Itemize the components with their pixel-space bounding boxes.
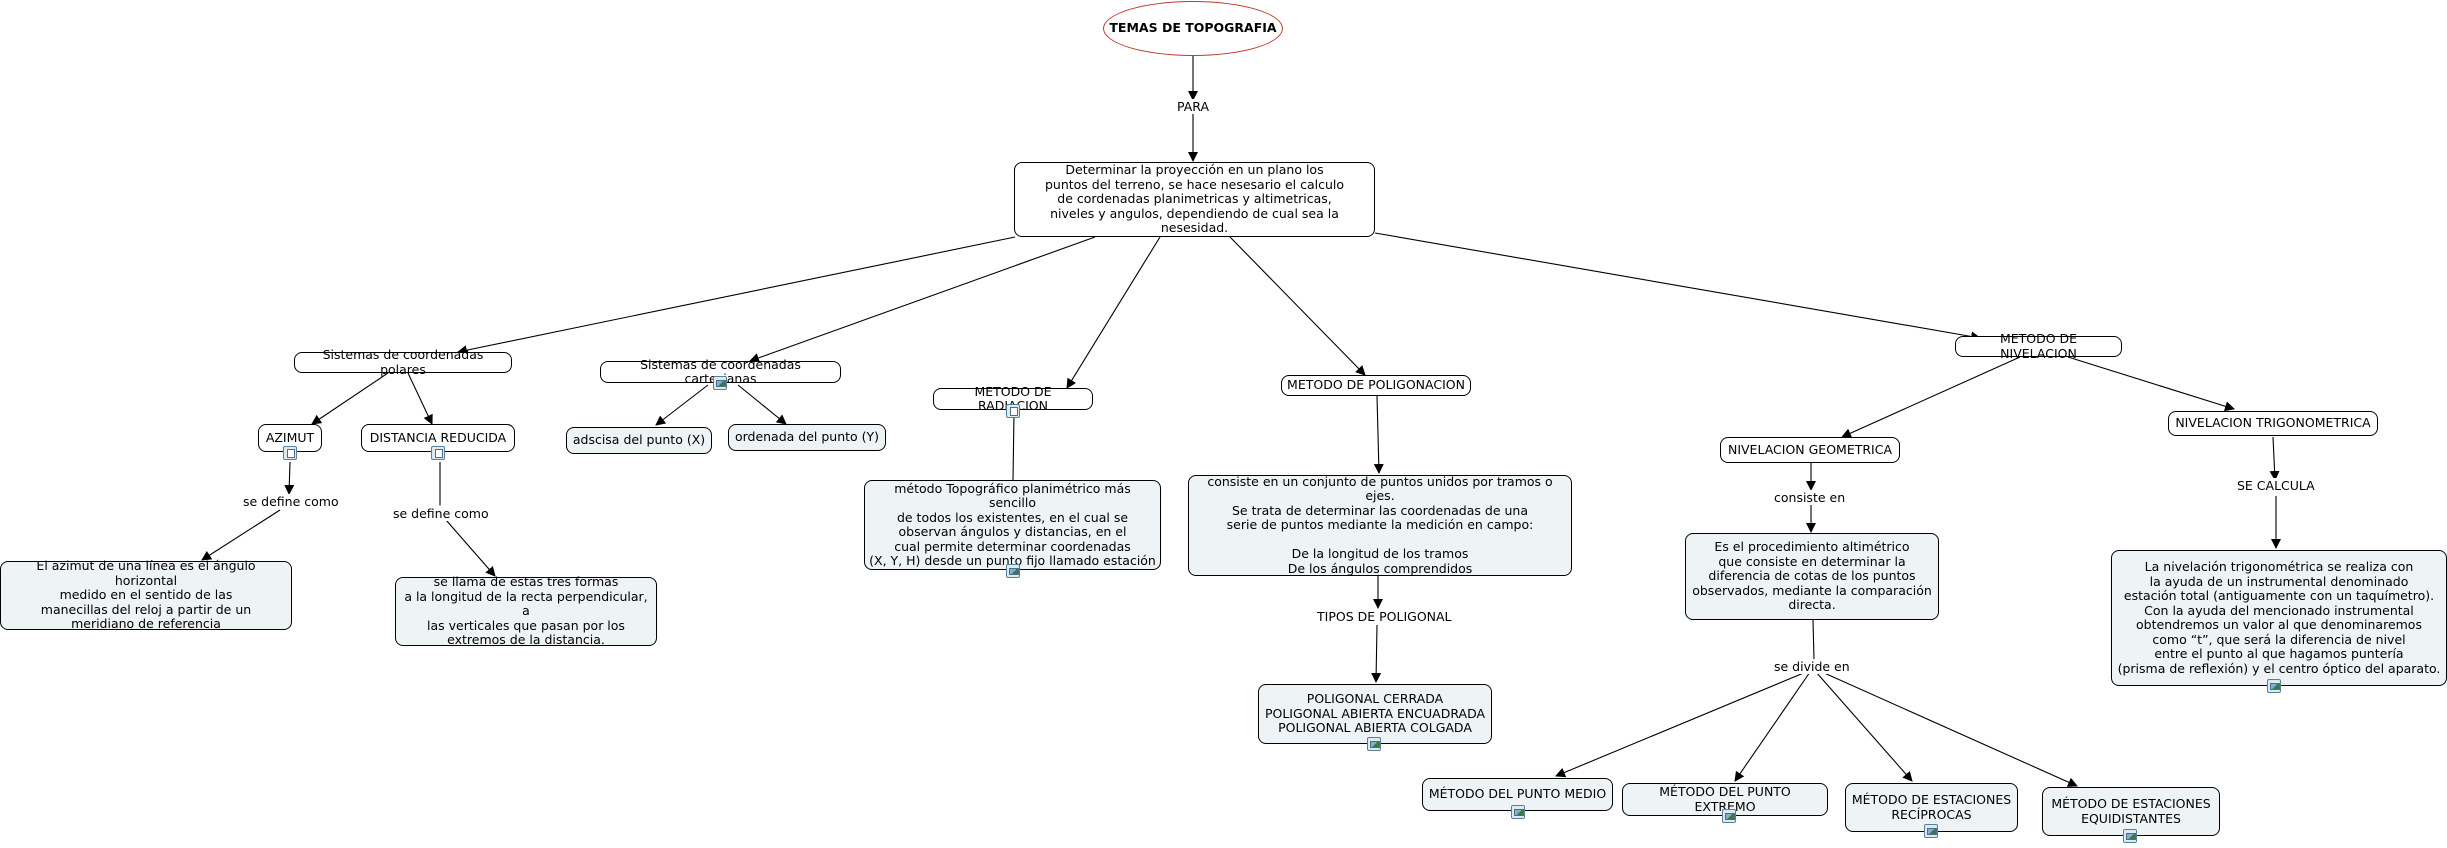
link-tipos-de-poligonal: TIPOS DE POLIGONAL	[1315, 609, 1454, 624]
main-concept[interactable]: Determinar la proyección en un plano los…	[1014, 162, 1375, 237]
leveling-method-node[interactable]: METODO DE NIVELACION	[1955, 331, 2122, 360]
azimut-definition[interactable]: El azimut de una línea es el ángulo hori…	[0, 559, 292, 631]
ordinate-node[interactable]: ordenada del punto (Y)	[728, 424, 886, 451]
document-attachment-icon[interactable]	[283, 446, 297, 460]
link-se-define-como: se define como	[241, 494, 341, 509]
link-consiste-en: consiste en	[1772, 490, 1848, 505]
image-attachment-icon[interactable]	[1511, 805, 1525, 819]
reciprocal-stations-node[interactable]: MÉTODO DE ESTACIONES RECÍPROCAS	[1845, 783, 2018, 832]
trigonometric-leveling-node[interactable]: NIVELACION TRIGONOMETRICA	[2168, 411, 2378, 436]
link-para: PARA	[1175, 99, 1212, 114]
root-topic[interactable]: TEMAS DE TOPOGRAFIA	[1103, 1, 1283, 56]
geometric-leveling-node[interactable]: NIVELACION GEOMETRICA	[1720, 437, 1900, 463]
polar-coordinates-node[interactable]: Sistemas de coordenadas polares	[294, 347, 512, 376]
image-attachment-icon[interactable]	[713, 376, 727, 390]
link-se-define-como: se define como	[391, 506, 491, 521]
link-se-calcula: SE CALCULA	[2235, 478, 2317, 493]
distance-definition[interactable]: se llama de estas tres formas a la longi…	[395, 575, 657, 647]
image-attachment-icon[interactable]	[1722, 809, 1736, 823]
radiation-method-node[interactable]: METODO DE RADIACION	[933, 384, 1093, 413]
image-attachment-icon[interactable]	[2267, 679, 2281, 693]
polygonal-types-node[interactable]: POLIGONAL CERRADA POLIGONAL ABIERTA ENCU…	[1258, 684, 1492, 744]
trigonometric-leveling-definition[interactable]: La nivelación trigonométrica se realiza …	[2111, 550, 2447, 686]
polygonation-definition[interactable]: consiste en un conjunto de puntos unidos…	[1188, 474, 1572, 576]
link-se-divide-en: se divide en	[1772, 659, 1852, 674]
document-attachment-icon[interactable]	[431, 446, 445, 460]
geometric-leveling-definition[interactable]: Es el procedimiento altimétrico que cons…	[1685, 533, 1939, 620]
image-attachment-icon[interactable]	[1924, 824, 1938, 838]
image-attachment-icon[interactable]	[1367, 737, 1381, 751]
image-attachment-icon[interactable]	[2123, 829, 2137, 843]
radiation-definition[interactable]: método Topográfico planimétrico más senc…	[864, 480, 1161, 570]
abscissa-node[interactable]: adscisa del punto (X)	[566, 427, 712, 454]
image-attachment-icon[interactable]	[1006, 564, 1020, 578]
polygonation-method-node[interactable]: METODO DE POLIGONACION	[1281, 375, 1471, 396]
equidistant-stations-node[interactable]: MÉTODO DE ESTACIONES EQUIDISTANTES	[2042, 787, 2220, 836]
document-attachment-icon[interactable]	[1006, 404, 1020, 418]
